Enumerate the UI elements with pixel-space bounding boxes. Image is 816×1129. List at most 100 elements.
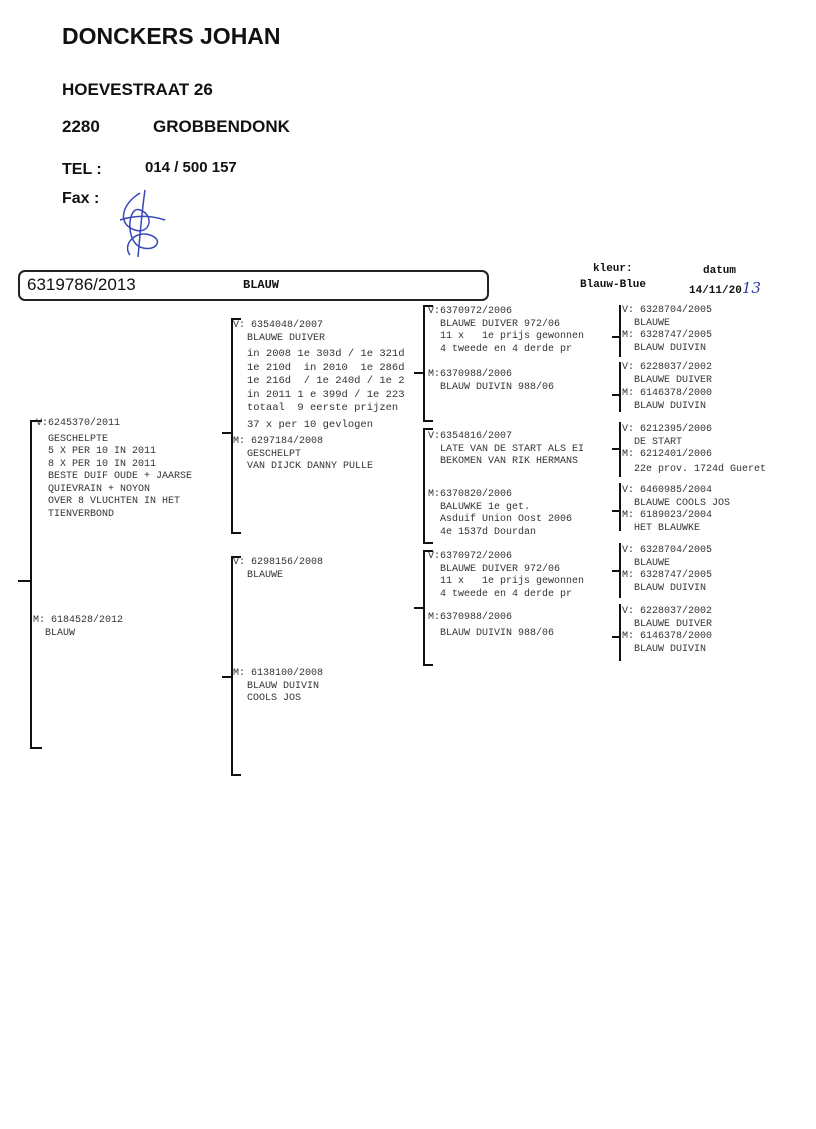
line: DE START [634, 436, 683, 448]
line: BLAUW DUIVIN 988/06 [440, 627, 555, 639]
ring: M: 6138100/2008 [233, 668, 324, 679]
gen4-bracket-2 [619, 362, 621, 412]
line: COOLS JOS [247, 693, 302, 704]
gen4-connector [612, 448, 619, 450]
ring: V: 6228037/2002 [622, 606, 713, 617]
gen1-bracket [30, 420, 42, 749]
line: 4e 1537d Dourdan [440, 526, 537, 538]
line: BLAUWE DUIVER [634, 618, 713, 630]
ring: V: 6228037/2002 [622, 362, 713, 373]
ring-number-box [18, 270, 489, 301]
gen4-bracket-3 [619, 422, 621, 477]
ring: V: 6354048/2007 [233, 320, 324, 331]
line: HET BLAUWKE [634, 522, 701, 534]
line: VAN DIJCK DANNY PULLE [247, 461, 374, 472]
gen3-connector-1 [414, 372, 423, 374]
owner-street: HOEVESTRAAT 26 [62, 80, 213, 99]
line: BLAUW DUIVIN 988/06 [440, 381, 555, 393]
owner-city: GROBBENDONK [153, 117, 290, 136]
gen2-sire-bracket [231, 318, 241, 534]
gen3-bracket-3 [423, 550, 433, 666]
line: BLAUW DUIVIN [634, 582, 707, 594]
ring: M: 6146378/2000 [622, 631, 713, 642]
gen2-sire-connector [222, 432, 231, 434]
date-label: datum [703, 265, 737, 277]
ring: V:6370972/2006 [428, 306, 513, 317]
line: BEKOMEN VAN RIK HERMANS [440, 456, 579, 467]
ring-number: 6319786/2013 [27, 275, 136, 294]
line: 4 tweede en 4 derde pr [440, 588, 573, 600]
line: 22e prov. 1724d Gueret [634, 463, 767, 475]
ring: M:6370988/2006 [428, 612, 513, 623]
line: TIENVERBOND [48, 508, 115, 520]
ring: M: 6184528/2012 [33, 615, 124, 626]
line: BLAUWE DUIVER [634, 374, 713, 386]
line: BLAUWE DUIVER [247, 332, 326, 344]
ring: M: 6189023/2004 [622, 510, 713, 521]
ring: M: 6146378/2000 [622, 388, 713, 399]
gen4-connector [612, 510, 619, 512]
ring: V: 6328704/2005 [622, 305, 713, 316]
color-value: Blauw-Blue [580, 279, 647, 291]
line: BLAUWE COOLS JOS [634, 497, 731, 509]
line: 5 X PER 10 IN 2011 [48, 446, 157, 457]
gen4-6: M: 6212401/2006 22e prov. 1724d Gueret [622, 449, 766, 476]
line: QUIEVRAIN + NOYON [48, 483, 151, 495]
line: BLAUW DUIVIN [247, 680, 320, 692]
gen4-bracket-6 [619, 604, 621, 661]
ring: V:6354816/2007 [428, 431, 513, 442]
gen4-bracket-4 [619, 483, 621, 531]
line: in 2008 1e 303d / 1e 321d [247, 348, 405, 360]
gen3-connector-3 [414, 607, 423, 609]
ring: M: 6212401/2006 [622, 449, 713, 460]
gen4-bracket-1 [619, 305, 621, 357]
line: totaal 9 eerste prijzen [247, 402, 399, 414]
ring: M:6370820/2006 [428, 489, 513, 500]
date-printed: 14/11/20 [689, 285, 742, 297]
date-handwritten: 13 [741, 279, 761, 297]
line: BESTE DUIF OUDE + JAARSE [48, 471, 193, 482]
gen1-connector [18, 580, 30, 582]
line: BLAUW [45, 627, 76, 639]
ring: V:6245370/2011 [36, 418, 121, 429]
line: GESCHELPTE [48, 433, 109, 445]
gen4-bracket-5 [619, 543, 621, 598]
fax-label: Fax : [62, 190, 100, 207]
gen2-dam-bracket [231, 556, 241, 776]
pigeon-name: BLAUW [243, 278, 280, 292]
ring: V: 6298156/2008 [233, 557, 324, 568]
date-value: 14/11/2013 [689, 279, 761, 297]
line: Asduif Union Oost 2006 [440, 514, 573, 525]
gen2-dam-connector [222, 676, 231, 678]
gen3-bracket-2 [423, 428, 433, 544]
line: 4 tweede en 4 derde pr [440, 343, 573, 355]
gen4-connector [612, 394, 619, 396]
ring: M: 6328747/2005 [622, 330, 713, 341]
line: BLAUWE DUIVER 972/06 [440, 318, 561, 330]
line: in 2011 1 e 399d / 1e 223 [247, 388, 405, 401]
line: OVER 8 VLUCHTEN IN HET [48, 496, 181, 507]
line: BLAUWE DUIVER 972/06 [440, 563, 561, 575]
line: 11 x 1e prijs gewonnen [440, 331, 585, 342]
line: BLAUW DUIVIN [634, 342, 707, 354]
line: 1e 210d in 2010 1e 286d [247, 361, 405, 374]
ring: M:6370988/2006 [428, 369, 513, 380]
